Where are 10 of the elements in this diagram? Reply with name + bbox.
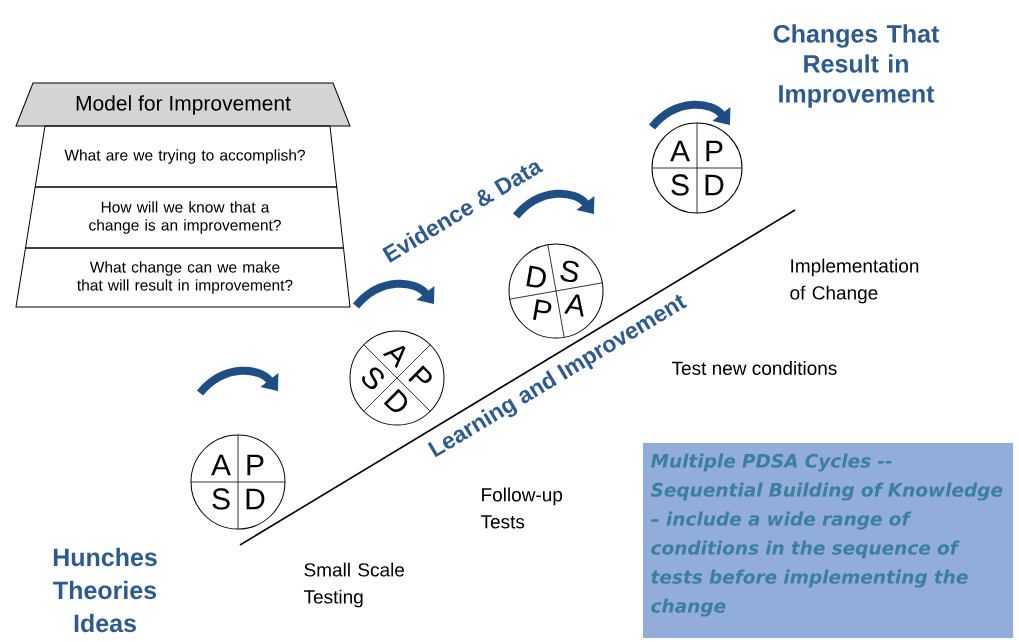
stage-label: Small Scale Testing bbox=[303, 562, 405, 608]
stage-label: Follow-up Tests bbox=[480, 487, 563, 529]
question-box: How will we know that a change is an improvement? bbox=[25, 186, 344, 249]
heading: Hunches Theories Ideas bbox=[53, 547, 157, 633]
title-band: Model for Improvement bbox=[15, 82, 351, 127]
note-box: Multiple PDSA Cycles -- Sequential Building of Knowledge – include a wide range of conditions in the sequence of tests before implementing the change bbox=[643, 443, 1013, 638]
question-box: What are we trying to accomplish? bbox=[34, 125, 338, 188]
heading: Changes That Result in Improvement bbox=[773, 24, 940, 108]
stage-label: Implementation of Change bbox=[790, 258, 919, 304]
question-box: What change can we make that will result in improvement? bbox=[15, 247, 351, 308]
